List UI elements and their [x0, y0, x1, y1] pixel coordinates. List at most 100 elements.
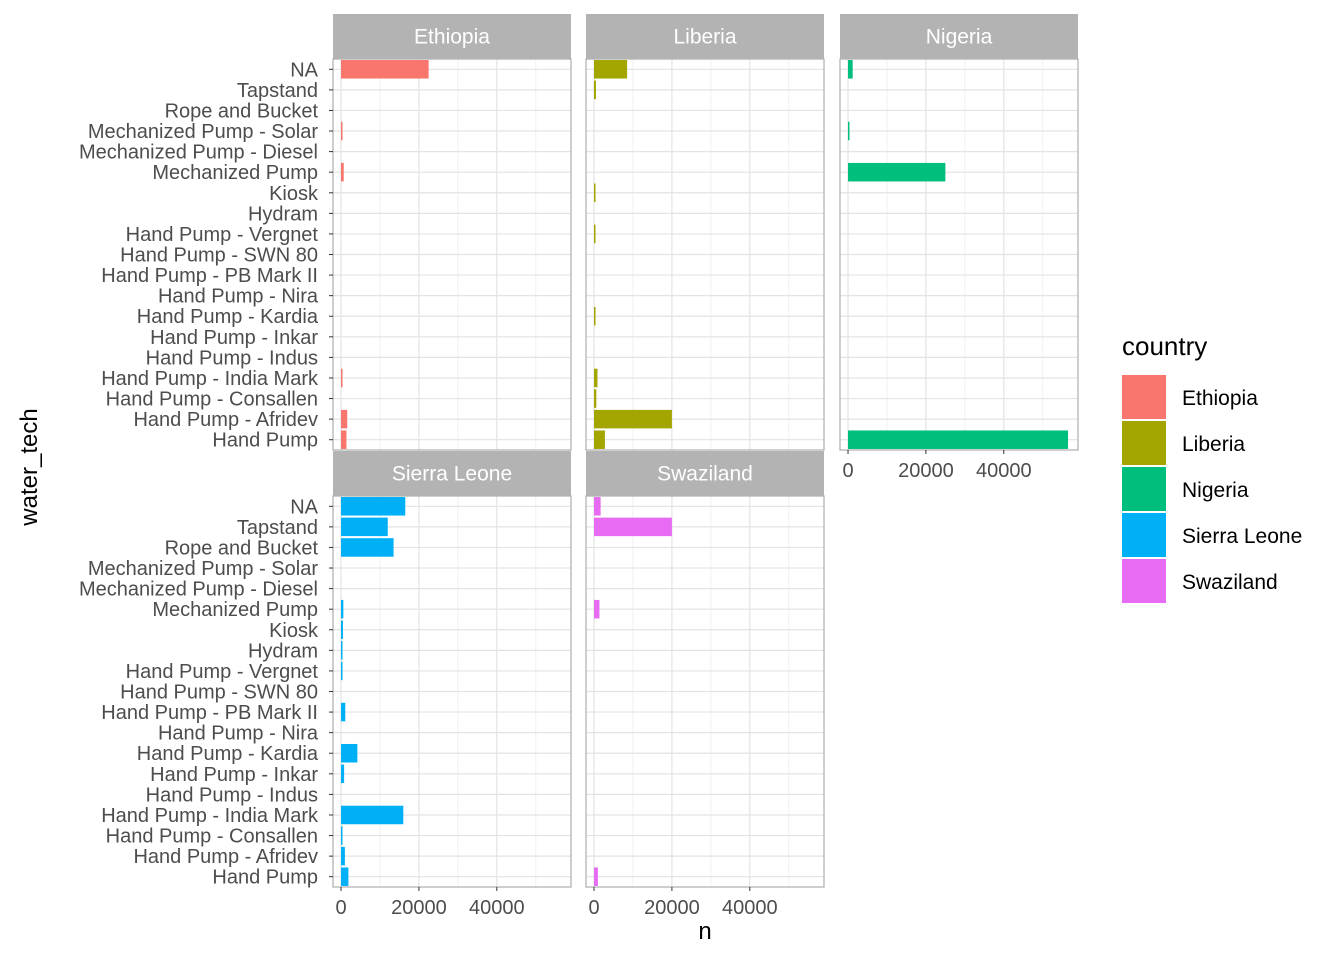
- y-tick-label: Hand Pump - Afridev: [133, 409, 318, 431]
- y-tick-label: Hand Pump - Vergnet: [126, 224, 319, 246]
- bar-liberia-hand-pump-afridev: [594, 409, 672, 429]
- y-tick-label: Hand Pump - Consallen: [106, 389, 318, 411]
- legend-label-sierra-leone: Sierra Leone: [1182, 525, 1302, 548]
- y-tick-label: Mechanized Pump: [152, 162, 318, 184]
- bar-liberia-hand-pump-consallen: [594, 389, 597, 408]
- facet-strip: [586, 14, 824, 59]
- bar-swaziland-mechanized-pump: [594, 599, 600, 619]
- facet-panel-liberia: Liberia: [585, 14, 825, 451]
- facet-strip: [333, 14, 571, 59]
- facet-panel-swaziland: Swaziland 0 20000 40000: [585, 451, 825, 919]
- bar-liberia-hand-pump-kardia: [594, 306, 596, 326]
- legend-label-nigeria: Nigeria: [1182, 479, 1249, 502]
- y-tick-label: Hand Pump - Consallen: [106, 826, 318, 848]
- y-tick-label: Kiosk: [269, 620, 319, 642]
- y-tick-label: Tapstand: [237, 517, 318, 539]
- bar-sierra-leone-hydram: [341, 641, 343, 660]
- y-tick-label: NA: [290, 496, 318, 518]
- y-tick-label: Hand Pump - Nira: [158, 723, 319, 745]
- y-tick-label: Hydram: [248, 203, 318, 225]
- bar-sierra-leone-mechanized-pump: [341, 599, 344, 619]
- bar-sierra-leone-hand-pump-india-mark: [341, 805, 404, 825]
- legend-label-ethiopia: Ethiopia: [1182, 387, 1258, 410]
- panel-border: [839, 58, 1079, 451]
- facet-strip: [586, 451, 824, 496]
- y-axis-title: water_tech: [16, 408, 43, 526]
- bar-sierra-leone-hand-pump-kardia: [341, 743, 358, 763]
- facet-strip-label: Liberia: [673, 26, 736, 49]
- y-tick-label: Hand Pump - Indus: [146, 784, 318, 806]
- y-tick-label: Mechanized Pump - Solar: [88, 558, 318, 580]
- x-tick-label: 20000: [391, 897, 447, 919]
- y-tick-label: Hydram: [248, 640, 318, 662]
- bar-sierra-leone-kiosk: [341, 620, 343, 640]
- legend-key-swaziland: [1122, 559, 1166, 603]
- bar-liberia-hand-pump-vergnet: [594, 224, 596, 244]
- y-tick-label: NA: [290, 59, 318, 81]
- y-tick-label: Hand Pump - Inkar: [150, 327, 318, 349]
- bar-ethiopia-hand-pump: [341, 430, 347, 449]
- bar-sierra-leone-tapstand: [341, 517, 388, 537]
- facet-strip: [333, 451, 571, 496]
- y-tick-label: Hand Pump: [212, 430, 318, 452]
- legend-key-ethiopia: [1122, 375, 1166, 419]
- y-tick-label: Hand Pump - Kardia: [137, 306, 319, 328]
- x-tick-label: 40000: [976, 460, 1032, 482]
- bar-liberia-tapstand: [594, 80, 596, 100]
- legend-title: country: [1122, 331, 1207, 361]
- bar-swaziland-tapstand: [594, 517, 672, 537]
- bar-ethiopia-mechanized-pump: [341, 162, 344, 182]
- bar-nigeria-mechanized-pump-solar: [848, 121, 850, 141]
- bar-ethiopia-hand-pump-india-mark: [341, 368, 343, 388]
- bar-sierra-leone-hand-pump-vergnet: [341, 661, 343, 681]
- panel-border: [585, 495, 825, 888]
- bar-liberia-hand-pump-india-mark: [594, 368, 598, 388]
- legend-key-liberia: [1122, 421, 1166, 465]
- bar-nigeria-mechanized-pump: [848, 162, 946, 182]
- y-tick-label: Rope and Bucket: [165, 537, 319, 559]
- bar-ethiopia-mechanized-pump-solar: [341, 121, 343, 141]
- x-tick-label: 40000: [722, 897, 778, 919]
- legend-key-sierra-leone: [1122, 513, 1166, 557]
- facet-strip-label: Ethiopia: [414, 26, 490, 49]
- facet-strip-label: Nigeria: [926, 26, 993, 49]
- y-tick-label: Hand Pump - Vergnet: [126, 661, 319, 683]
- bar-sierra-leone-hand-pump-consallen: [341, 826, 343, 845]
- y-tick-label: Tapstand: [237, 80, 318, 102]
- y-tick-label: Mechanized Pump - Diesel: [79, 142, 318, 164]
- x-tick-label: 0: [842, 460, 853, 482]
- bar-liberia-kiosk: [594, 183, 596, 203]
- x-axis-title: n: [698, 918, 711, 945]
- y-tick-label: Mechanized Pump - Diesel: [79, 579, 318, 601]
- y-tick-label: Hand Pump - Kardia: [137, 743, 319, 765]
- y-tick-label: Hand Pump - SWN 80: [120, 245, 318, 267]
- x-tick-label: 20000: [898, 460, 954, 482]
- bar-sierra-leone-hand-pump-afridev: [341, 846, 345, 866]
- bar-liberia-hand-pump: [594, 430, 605, 449]
- y-tick-label: Hand Pump - Inkar: [150, 764, 318, 786]
- y-tick-label: Kiosk: [269, 183, 319, 205]
- bar-sierra-leone-hand-pump: [341, 867, 349, 886]
- bar-swaziland-hand-pump: [594, 867, 598, 886]
- x-tick-label: 0: [588, 897, 599, 919]
- facet-strip-label: Swaziland: [657, 463, 753, 486]
- x-tick-label: 0: [335, 897, 346, 919]
- bar-sierra-leone-hand-pump-pb-mark-ii: [341, 702, 346, 722]
- facet-strip-label: Sierra Leone: [392, 463, 512, 486]
- bar-sierra-leone-hand-pump-inkar: [341, 764, 345, 784]
- facet-strip: [840, 14, 1078, 59]
- legend-label-swaziland: Swaziland: [1182, 571, 1278, 594]
- legend-label-liberia: Liberia: [1182, 433, 1245, 456]
- y-tick-label: Mechanized Pump: [152, 599, 318, 621]
- y-tick-label: Rope and Bucket: [165, 100, 319, 122]
- facet-panel-nigeria: Nigeria 0 20000 40000: [839, 14, 1079, 482]
- y-tick-label: Hand Pump - Nira: [158, 286, 319, 308]
- y-tick-label: Hand Pump - PB Mark II: [101, 702, 318, 724]
- bar-nigeria-na: [848, 60, 853, 79]
- x-tick-label: 40000: [469, 897, 525, 919]
- bar-sierra-leone-na: [341, 497, 406, 516]
- x-tick-label: 20000: [644, 897, 700, 919]
